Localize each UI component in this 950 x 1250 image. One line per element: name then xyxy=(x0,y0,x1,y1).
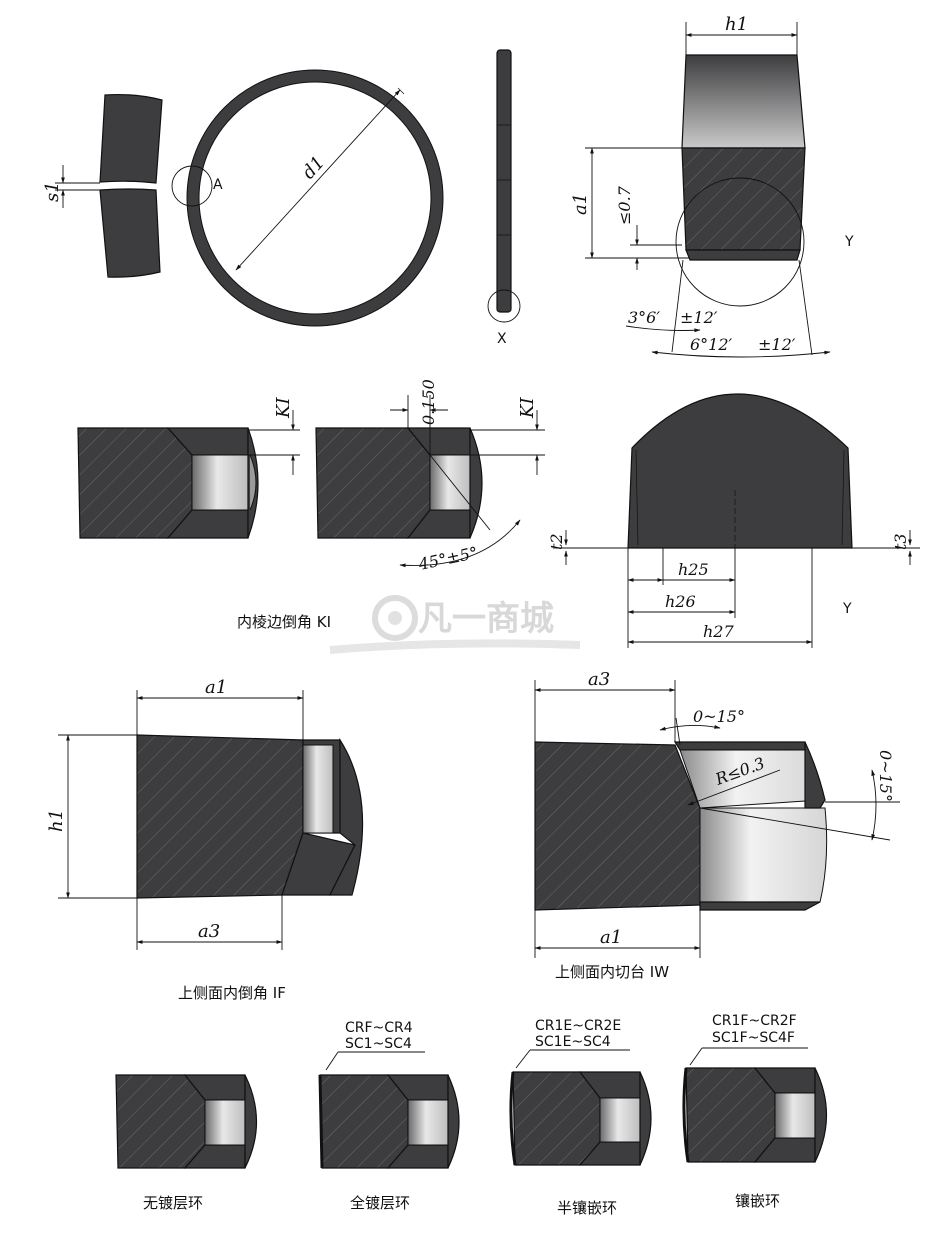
caption-full-coat: 全镀层环 xyxy=(350,1194,410,1212)
KI-1-label: KI xyxy=(273,397,294,419)
ki-profile-1: KI xyxy=(77,397,300,539)
ring-section-y: h1 a1 ≤0.7 Y 3°6′ ±12′ 6°12′ ±12′ xyxy=(570,14,854,358)
t2-label: t2 xyxy=(547,533,566,550)
X-label: X xyxy=(497,331,507,347)
s1-label: s1 xyxy=(42,181,63,202)
note-inlay-2: SC1F~SC4F xyxy=(712,1030,795,1046)
angle-3-6-label: 3°6′ xyxy=(628,308,660,327)
h25-label: h25 xyxy=(678,560,709,579)
caption-inlay: 镶嵌环 xyxy=(735,1192,780,1210)
ki-profile-2: 0.150 KI 45°±5° xyxy=(315,379,545,574)
ring-gap-detail: s1 xyxy=(42,93,163,278)
caption-no-coat: 无镀层环 xyxy=(143,1194,203,1212)
h27-label: h27 xyxy=(703,622,734,641)
angle-015-b-label: 0~15° xyxy=(876,750,895,802)
a1-iw-label: a1 xyxy=(600,927,622,948)
caption-if: 上侧面内倒角 IF xyxy=(178,984,286,1002)
h1-top-label: h1 xyxy=(725,14,748,35)
d0150-label: 0.150 xyxy=(419,379,438,425)
note-full-1: CRF~CR4 xyxy=(345,1020,413,1036)
y-detail: t2 t3 h25 h26 h27 Y xyxy=(547,393,920,648)
watermark: 凡一商城 xyxy=(329,595,581,654)
angle-015-a-label: 0~15° xyxy=(693,707,745,726)
ring-side-view: X xyxy=(487,49,521,347)
A-label: A xyxy=(213,177,223,193)
caption-iw: 上侧面内切台 IW xyxy=(555,963,669,981)
d1-label: d1 xyxy=(298,152,329,183)
note-half-2: SC1E~SC4 xyxy=(535,1034,611,1050)
iw-profile: a3 a1 0~15° R≤0.3 0~15° xyxy=(534,669,900,958)
le07-label: ≤0.7 xyxy=(615,185,634,225)
angle-45-label: 45°±5° xyxy=(416,543,480,574)
h1-if-label: h1 xyxy=(46,809,67,832)
note-inlay-1: CR1F~CR2F xyxy=(712,1013,797,1029)
caption-half-inlay: 半镶嵌环 xyxy=(557,1199,617,1217)
h26-label: h26 xyxy=(665,592,696,611)
a3-iw-label: a3 xyxy=(588,669,610,690)
a1-if-label: a1 xyxy=(205,677,227,698)
ring-top-view: d1 A xyxy=(171,69,444,327)
a3-if-label: a3 xyxy=(198,921,220,942)
tol-1-label: ±12′ xyxy=(680,308,718,327)
angle-6-12-label: 6°12′ xyxy=(690,335,733,354)
note-half-1: CR1E~CR2E xyxy=(535,1018,621,1034)
profile-inlay: CR1F~CR2F SC1F~SC4F xyxy=(682,1013,828,1163)
t3-label: t3 xyxy=(891,533,910,550)
Y1-label: Y xyxy=(844,234,854,250)
tol-2-label: ±12′ xyxy=(758,335,796,354)
watermark-text: 凡一商城 xyxy=(418,599,554,639)
KI-2-label: KI xyxy=(517,397,538,419)
Y2-label: Y xyxy=(842,601,852,617)
profile-half-inlay: CR1E~CR2E SC1E~SC4 xyxy=(509,1018,652,1166)
if-profile: a1 h1 a3 xyxy=(46,677,364,950)
profile-no-coat xyxy=(115,1074,258,1169)
a1-top-label: a1 xyxy=(570,193,591,215)
caption-ki: 内棱边倒角 KI xyxy=(237,613,331,631)
note-full-2: SC1~SC4 xyxy=(345,1036,412,1052)
profile-full-coat: CRF~CR4 SC1~SC4 xyxy=(318,1020,460,1169)
